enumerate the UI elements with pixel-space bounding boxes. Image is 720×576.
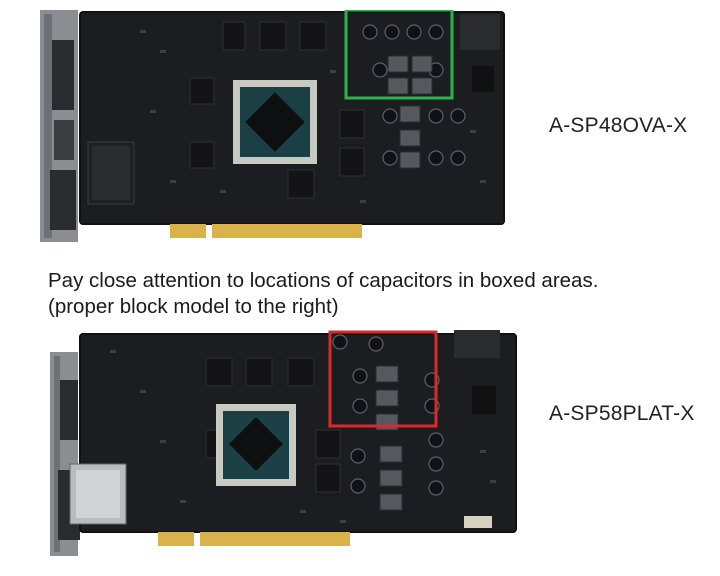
- pcie-fingers-short: [170, 224, 206, 238]
- displayport-connectors: [60, 380, 78, 440]
- dvi-connector: [50, 170, 76, 230]
- displayport-connectors: [52, 40, 74, 110]
- pcie-fingers-long: [212, 224, 362, 238]
- highlight-box-capacitors: [344, 10, 454, 100]
- gpu-die: [229, 417, 283, 471]
- gpu-board-top: [40, 10, 520, 246]
- note-line-2: (proper block model to the right): [48, 295, 339, 318]
- note-line-1: Pay close attention to locations of capa…: [48, 269, 599, 292]
- highlight-box-capacitors: [328, 330, 438, 428]
- model-label-top: A-SP48OVA-X: [549, 114, 688, 137]
- gpu-board-bottom: [40, 330, 520, 562]
- instruction-note: Pay close attention to locations of capa…: [48, 268, 598, 320]
- pcie-fingers-long: [200, 532, 350, 546]
- pcie-fingers-short: [158, 532, 194, 546]
- gpu-board-top-image: [40, 10, 505, 242]
- gpu-die: [245, 92, 305, 152]
- gpu-board-bottom-image: [50, 330, 517, 556]
- model-label-bottom: A-SP58PLAT-X: [549, 402, 695, 425]
